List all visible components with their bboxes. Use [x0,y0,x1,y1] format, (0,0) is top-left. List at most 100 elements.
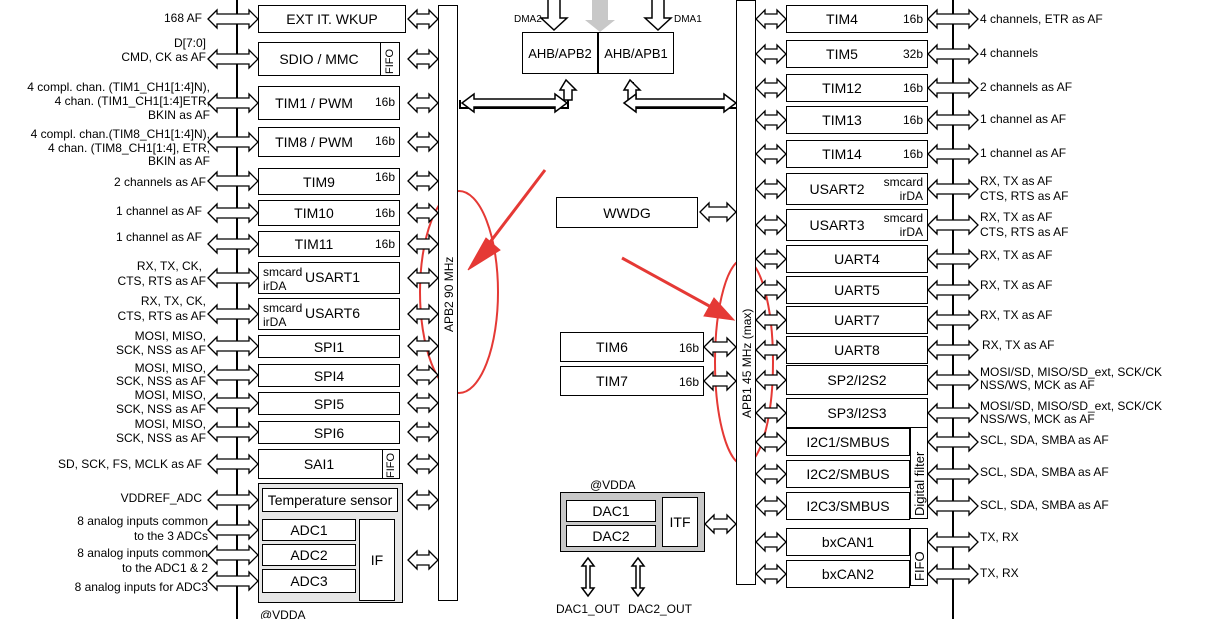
apb1-link-arrow [755,369,787,391]
uart7-block: UART7 [786,306,928,334]
label-spi6-b: SCK, NSS as AF [115,431,206,445]
rlabel-u2-a: RX, TX as AF [980,174,1053,188]
right-pin-arrow [927,214,979,236]
left-pin-arrow [207,544,259,566]
label-spi1-b: SCK, NSS as AF [115,343,206,357]
apb1-link-arrow [755,248,787,270]
sp3-i2s3-block: SP3/I2S3 [786,398,928,428]
label-usart6-b: CTS, RTS as AF [117,309,206,323]
rlabel-uart5: RX, TX as AF [980,278,1053,292]
label-usart1-b: CTS, RTS as AF [117,274,206,288]
apb2-link-arrow [407,267,439,289]
left-pin-arrow [207,489,259,511]
right-pin-arrow [927,431,979,453]
dac2-block: DAC2 [566,525,656,547]
apb2-link-arrow [407,131,439,153]
spi5-block: SPI5 [258,392,400,415]
apb1-link-arrow [755,8,787,30]
rlabel-u2-b: CTS, RTS as AF [980,189,1069,203]
ahb-apb1-bridge: AHB/APB1 [598,32,674,74]
left-pin-arrow [207,8,259,30]
label-spi5-a: MOSI, MISO, [134,388,206,402]
apb1-link-arrow [755,463,787,485]
dma2-label: DMA2 [514,14,542,25]
left-pin-arrow [207,131,259,153]
rlabel-sp3-a: MOSI/SD, MISO/SD_ext, SCK/CK [980,399,1163,413]
right-pin-arrow [927,563,979,585]
dma1-label: DMA1 [674,14,702,25]
can-fifo-block: FIFO [910,528,928,586]
apb2-label: APB2 90 MHz [442,256,456,332]
left-pin-arrow [207,453,259,475]
rlabel-tim5: 4 channels [980,46,1039,60]
rlabel-uart4: RX, TX as AF [980,248,1053,262]
rlabel-sp3-b: NSS/WS, MCK as AF [980,412,1095,426]
left-pin-arrow [207,519,259,541]
right-pin-arrow [927,309,979,331]
right-pin-arrow [927,178,979,200]
right-pin-arrow [927,109,979,131]
label-sdio-data: D[7:0] [173,36,206,50]
right-pin-arrow [927,8,979,30]
tim7-link-arrow [703,370,737,392]
rlabel-can1: TX, RX [980,530,1019,544]
apb2-link-arrow [407,202,439,224]
rlabel-sp2-b: NSS/WS, MCK as AF [980,378,1095,392]
right-pin-arrow [927,531,979,553]
apb1-link-arrow [755,495,787,517]
label-usart6-a: RX, TX, CK, [140,294,206,308]
tim6-link-arrow [703,336,737,358]
left-pin-arrow [207,364,259,386]
rlabel-i2c3: SCL, SDA, SMBA as AF [980,498,1109,512]
apb1-link-arrow [755,178,787,200]
left-pin-arrow [207,303,259,325]
left-pin-arrow [207,170,259,192]
rlabel-uart7: RX, TX as AF [980,308,1053,322]
apb1-link-arrow [755,279,787,301]
apb2-link-arrow [407,453,439,475]
right-pin-arrow [927,495,979,517]
apb2-bus [438,5,458,601]
right-pin-arrow [927,279,979,301]
sai1-block: SAI1 [258,449,400,479]
right-pin-arrow [927,402,979,424]
left-pin-arrow [207,233,259,255]
rlabel-u3-b: CTS, RTS as AF [980,225,1069,239]
adc-if-block: IF [359,519,395,601]
dac1-block: DAC1 [566,500,656,522]
apb1-label: APB1 45 MHz (max) [740,308,754,418]
label-vref: VDDREF_ADC [120,491,202,505]
spi1-block: SPI1 [258,335,400,358]
label-tim10: 1 channel as AF [115,204,202,218]
left-pin-arrow [207,267,259,289]
left-pin-arrow [207,570,259,592]
label-spi4-a: MOSI, MISO, [134,361,206,375]
label-sai1: SD, SCK, FS, MCLK as AF [57,457,202,471]
right-pin-arrow [927,248,979,270]
dac-itf-block: ITF [662,497,698,547]
apb2-link-arrow [407,421,439,443]
dac1-out-label: DAC1_OUT [556,602,621,616]
label-tim9: 2 channels as AF [113,175,206,189]
label-spi6-a: MOSI, MISO, [134,417,206,431]
apb1-link-arrow [755,531,787,553]
i2c3-block: I2C3/SMBUS [786,492,910,520]
apb2-link-arrow [407,8,439,30]
wwdg-block: WWDG [556,197,698,228]
right-pin-arrow [927,77,979,99]
bxcan2-block: bxCAN2 [786,560,910,588]
adc2-block: ADC2 [262,544,356,566]
label-tim1-c: BKIN as AF [147,108,210,122]
sai1-fifo: FIFO [382,449,400,479]
apb2-link-arrow [407,170,439,192]
